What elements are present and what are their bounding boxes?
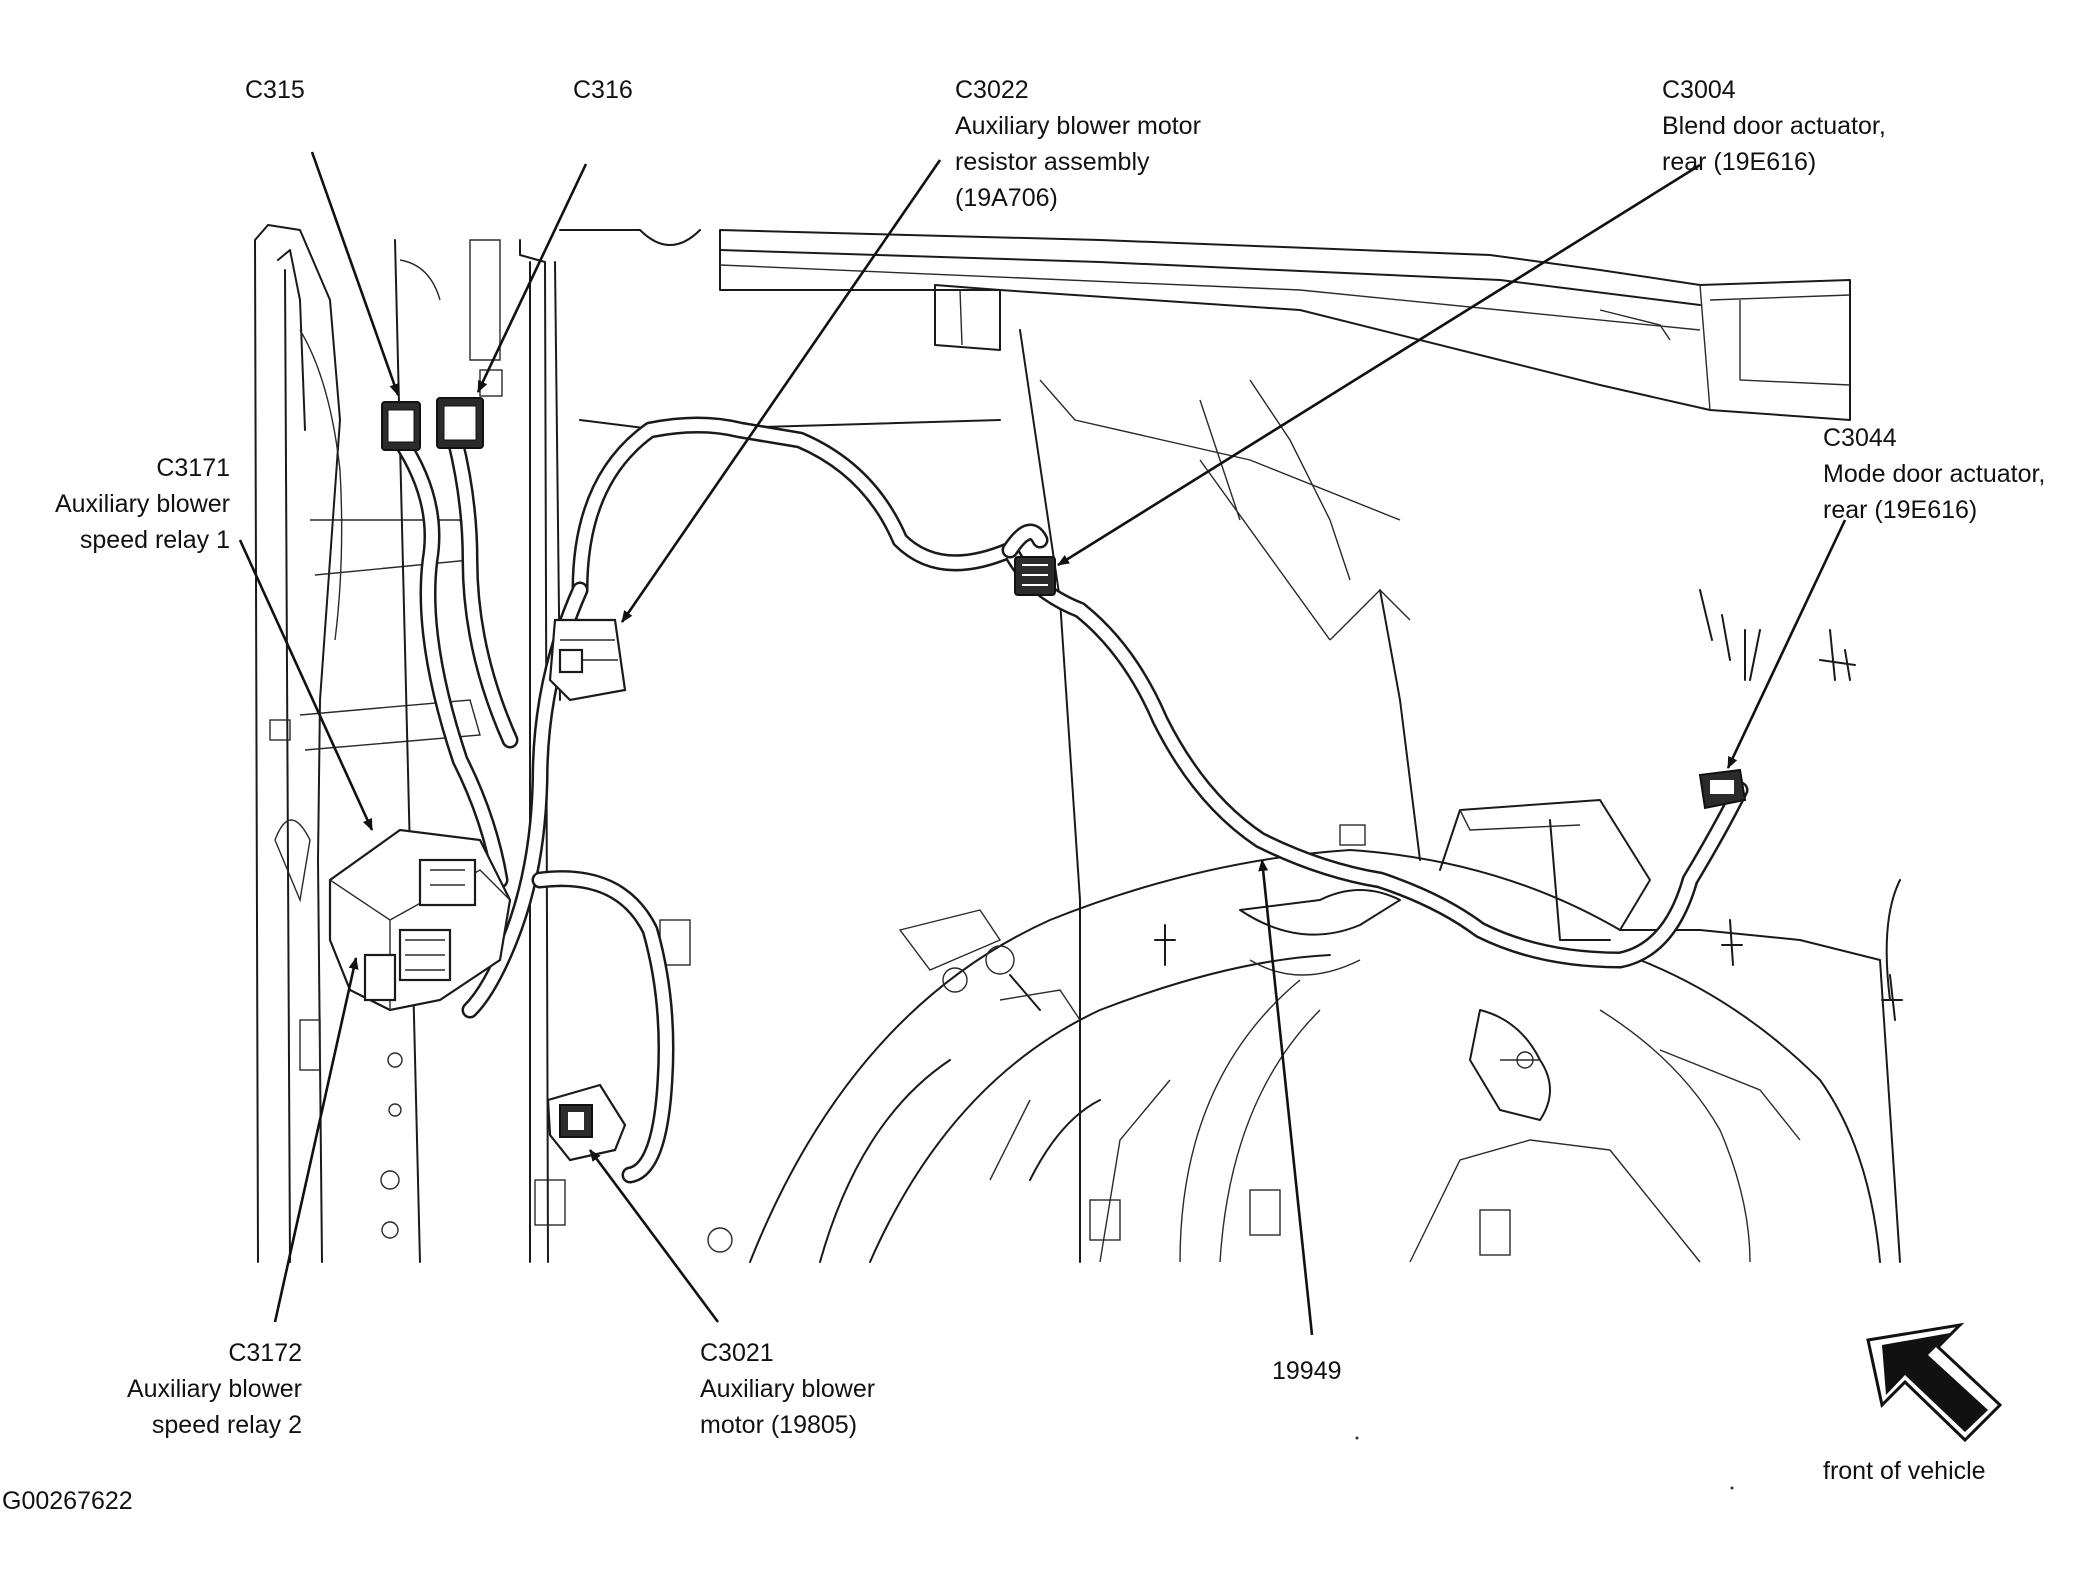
connectors <box>328 397 1747 1162</box>
label-c3172: C3172 Auxiliary blower speed relay 2 <box>100 1335 302 1443</box>
label-front-text: front of vehicle <box>1823 1457 1986 1485</box>
relay-block-c3171-c3172 <box>328 828 512 1012</box>
label-c3022-line1: Auxiliary blower motor <box>955 112 1201 140</box>
connector-c315 <box>381 401 421 451</box>
label-c3022-line3: (19A706) <box>955 184 1058 212</box>
label-c3171-line2: speed relay 1 <box>79 526 230 554</box>
label-c316-id: C316 <box>573 76 633 104</box>
label-c3021-line1: Auxiliary blower <box>700 1375 876 1403</box>
wiring-harness-19949 <box>391 416 1749 1184</box>
label-harness-id: 19949 <box>1272 1357 1342 1385</box>
connector-c3004 <box>1014 556 1056 596</box>
label-c3172-id: C3172 <box>228 1339 302 1367</box>
label-c3044-line2: rear (19E616) <box>1823 496 1978 524</box>
label-c3022: C3022 Auxiliary blower motor resistor as… <box>955 72 1201 216</box>
label-c3044-line1: Mode door actuator, <box>1823 460 2046 488</box>
label-c3044: C3044 Mode door actuator, rear (19E616) <box>1823 420 2045 528</box>
figure-code: G00267622 <box>2 1483 133 1519</box>
label-c3022-line2: resistor assembly <box>955 148 1150 176</box>
scan-specks <box>1355 1436 1734 1490</box>
label-c3171-id: C3171 <box>156 454 230 482</box>
label-harness-19949: 19949 <box>1272 1353 1342 1389</box>
connector-c316 <box>436 397 484 449</box>
connector-c3044 <box>1698 768 1747 810</box>
label-c3004: C3004 Blend door actuator, rear (19E616) <box>1662 72 1886 180</box>
label-c3004-line1: Blend door actuator, <box>1662 112 1886 140</box>
body-structure <box>254 224 1903 1263</box>
label-c315-id: C315 <box>245 76 305 104</box>
label-c3021-id: C3021 <box>700 1339 774 1367</box>
label-c3004-id: C3004 <box>1662 76 1736 104</box>
label-c316: C316 <box>573 72 633 108</box>
label-c3171: C3171 Auxiliary blower speed relay 1 <box>40 450 230 558</box>
connector-c3021 <box>546 1083 627 1162</box>
label-c3171-line1: Auxiliary blower <box>54 490 230 518</box>
connector-c3022 <box>548 618 627 702</box>
front-of-vehicle-arrow-icon <box>1866 1322 2003 1443</box>
label-c3172-line1: Auxiliary blower <box>126 1375 302 1403</box>
label-c3021: C3021 Auxiliary blower motor (19805) <box>700 1335 875 1443</box>
label-c3004-line2: rear (19E616) <box>1662 148 1817 176</box>
label-c3021-line2: motor (19805) <box>700 1411 858 1439</box>
label-c315: C315 <box>245 72 305 108</box>
label-c3044-id: C3044 <box>1823 424 1897 452</box>
figure-code-text: G00267622 <box>2 1487 133 1515</box>
label-c3172-line2: speed relay 2 <box>151 1411 302 1439</box>
label-c3022-id: C3022 <box>955 76 1029 104</box>
leader-lines <box>238 151 1847 1336</box>
label-front-of-vehicle: front of vehicle <box>1823 1453 1986 1489</box>
